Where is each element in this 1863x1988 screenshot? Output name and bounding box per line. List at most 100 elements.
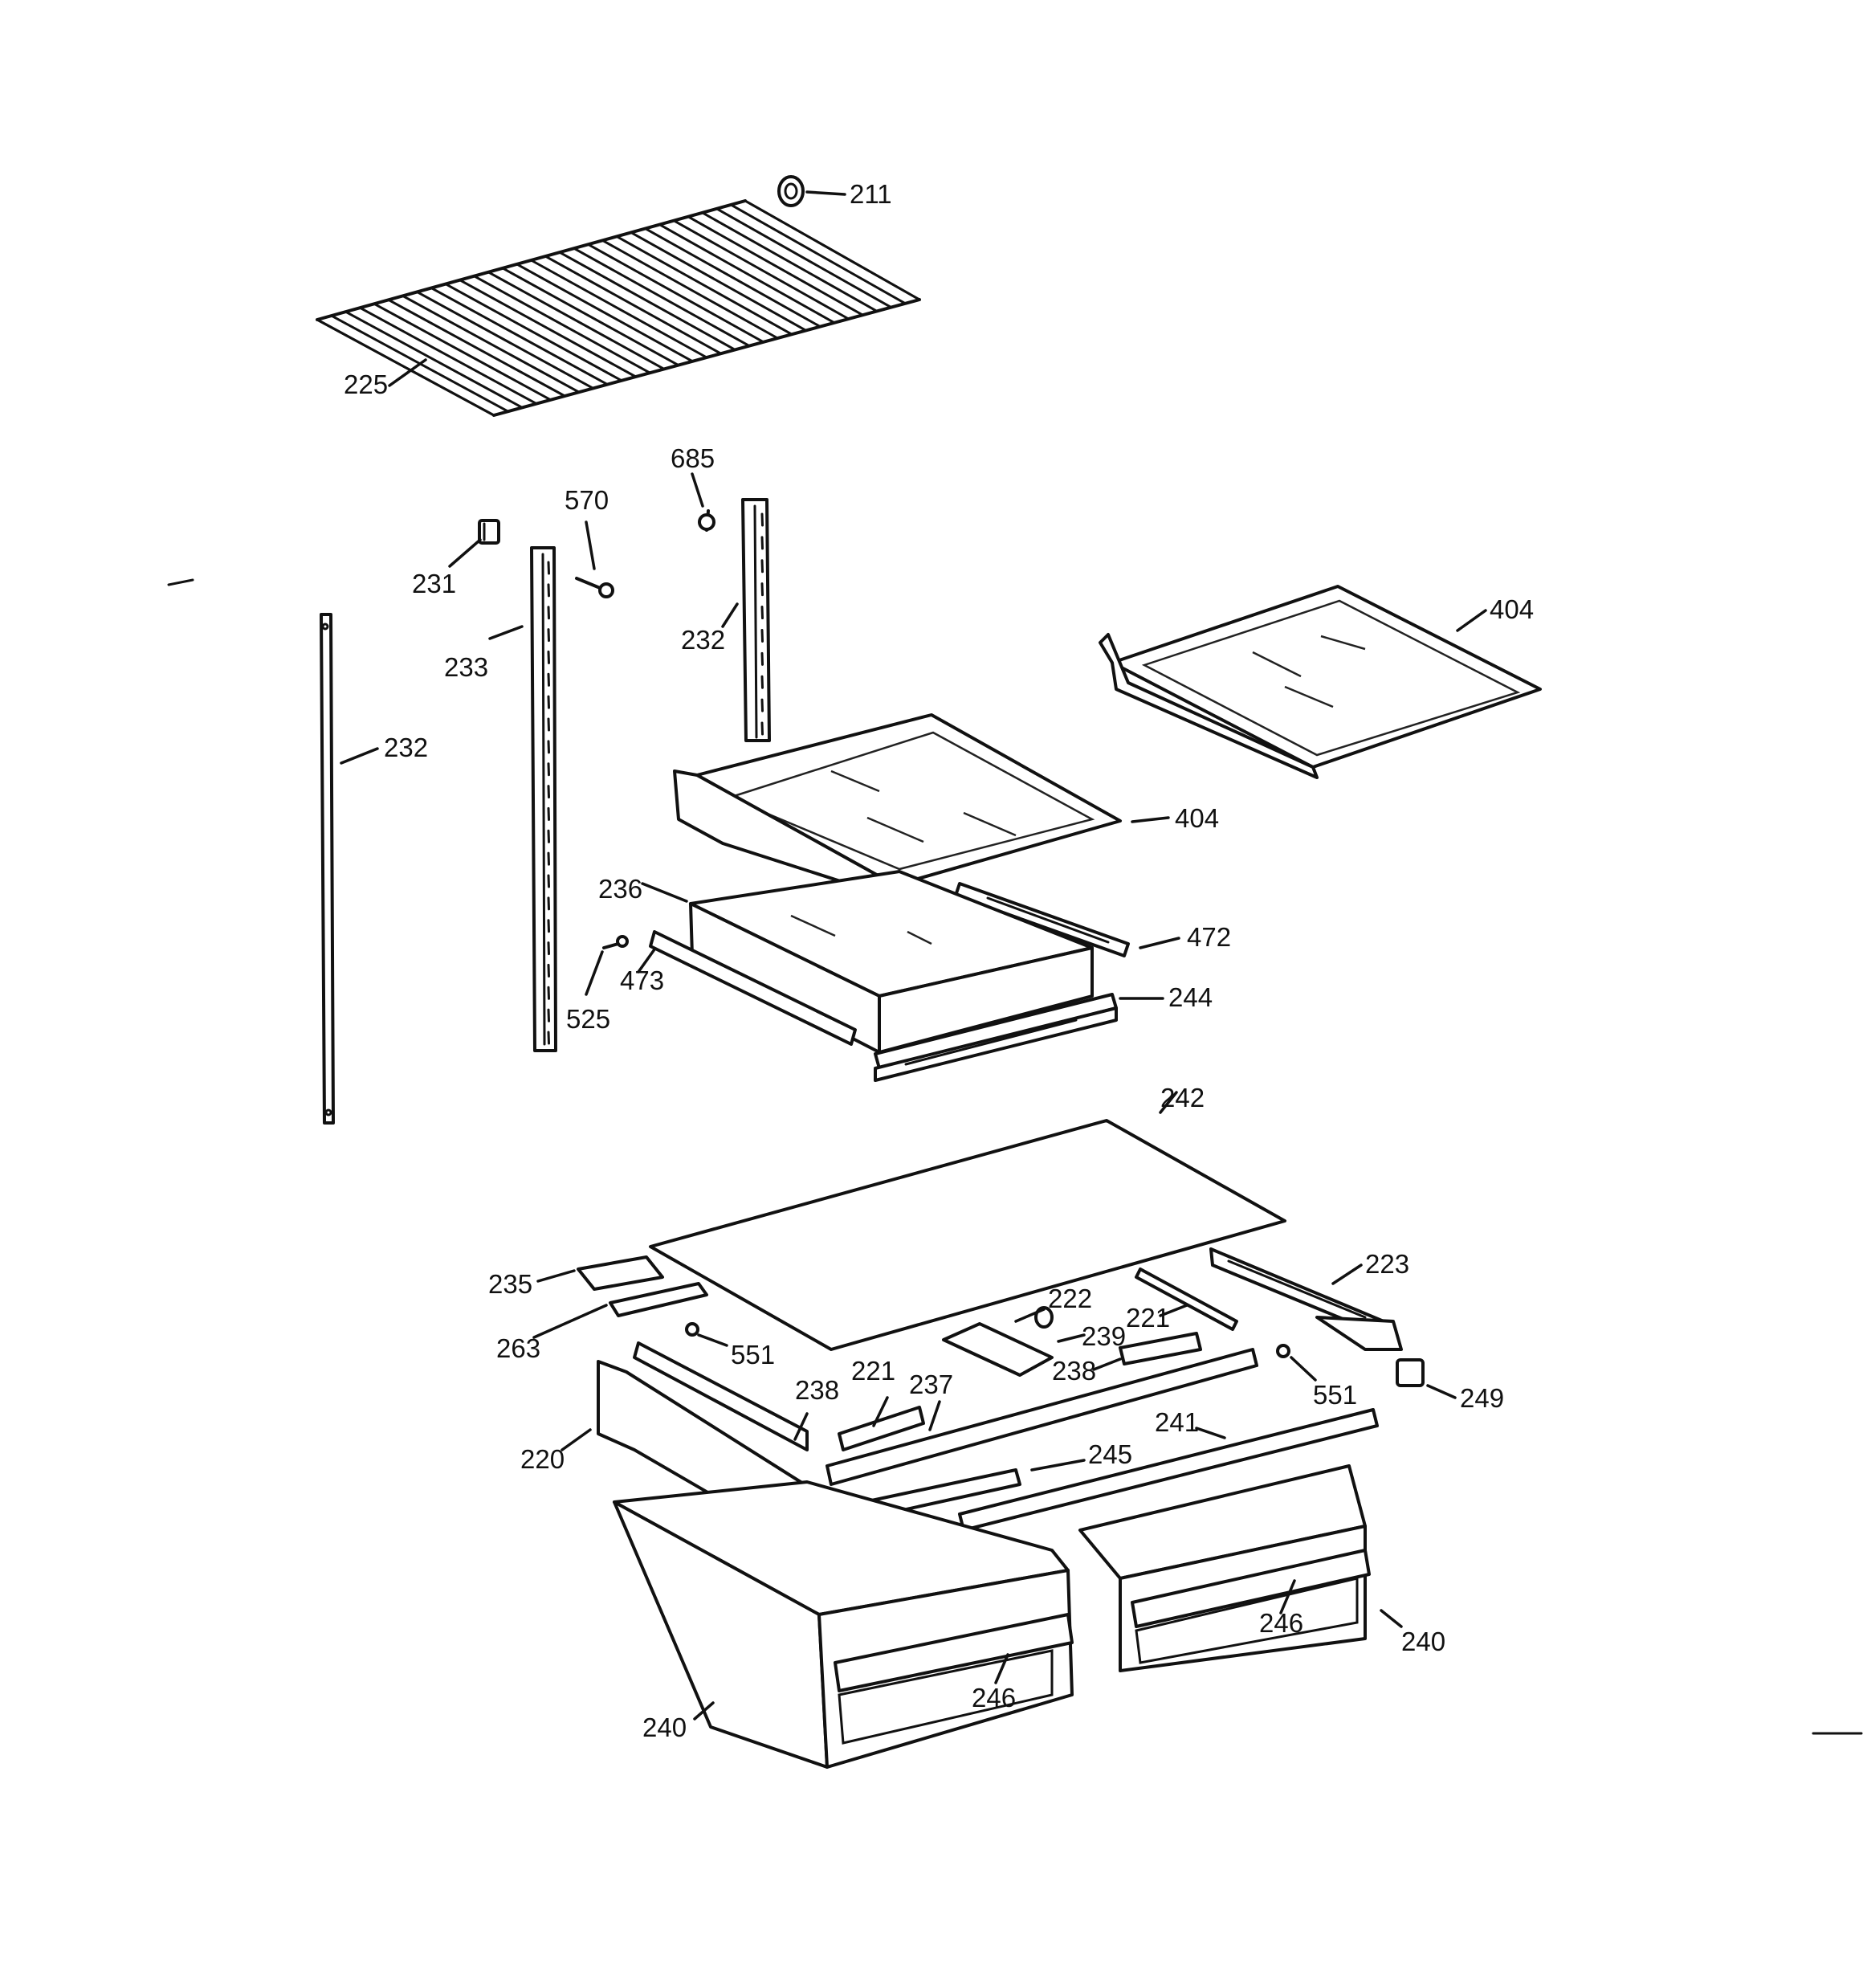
- wire-rod: [715, 207, 893, 309]
- wire-rod: [358, 306, 538, 406]
- upright-slot: [760, 675, 764, 689]
- wire-rod: [744, 199, 921, 301]
- part-label-239: 239: [1082, 1321, 1126, 1351]
- part-label-240: 240: [1401, 1627, 1445, 1656]
- rail-221-left: [633, 1341, 809, 1451]
- wire-rod: [402, 294, 581, 394]
- part-label-232: 232: [384, 733, 428, 762]
- wire-rod: [644, 227, 821, 329]
- part-label-220: 220: [520, 1444, 565, 1474]
- upright-slot: [547, 628, 550, 643]
- leader-lines: [340, 190, 1487, 1721]
- part-label-551: 551: [1313, 1380, 1357, 1410]
- upright-slot: [547, 672, 550, 687]
- part-label-570: 570: [565, 485, 609, 515]
- wire-rod: [615, 235, 793, 336]
- upright-slot: [760, 512, 764, 527]
- upright-slot: [547, 740, 550, 754]
- part-label-242: 242: [1160, 1083, 1205, 1112]
- upright-slot: [547, 829, 550, 843]
- upright-slot: [547, 762, 550, 777]
- upright-slot: [547, 986, 550, 1000]
- wire-rod: [729, 203, 907, 305]
- part-label-241: 241: [1155, 1407, 1199, 1437]
- upright-slot: [547, 963, 550, 978]
- upright-233: [530, 546, 557, 1052]
- part-label-246: 246: [972, 1683, 1016, 1712]
- upright-slot: [547, 806, 550, 821]
- wire-rod: [487, 271, 666, 370]
- part-label-404: 404: [1175, 803, 1219, 833]
- wire-rod: [558, 251, 736, 351]
- part-label-236: 236: [598, 874, 642, 904]
- rail-235: [577, 1255, 664, 1291]
- part-label-223: 223: [1365, 1249, 1409, 1279]
- upright-slot: [547, 851, 550, 866]
- screw-551-left: [685, 1322, 699, 1337]
- wire-rod: [530, 259, 708, 359]
- upright-slot: [547, 717, 550, 732]
- screw-473: [602, 935, 629, 949]
- wire-rod: [630, 231, 808, 332]
- wire-rod: [444, 283, 623, 382]
- part-label-246: 246: [1259, 1608, 1303, 1638]
- upright-slot: [760, 536, 764, 550]
- screw-551-right: [1276, 1344, 1290, 1358]
- part-label-245: 245: [1088, 1439, 1132, 1469]
- scan-mark: [167, 578, 194, 586]
- upright-slot: [547, 1008, 550, 1023]
- upright-slot: [547, 896, 550, 911]
- wire-rod: [459, 279, 638, 378]
- upright-slots: [760, 512, 764, 736]
- upright-232-right: [741, 498, 771, 742]
- upright-slot: [547, 650, 550, 664]
- upright-slot: [760, 628, 764, 643]
- wire-rod: [501, 267, 680, 367]
- upright-slot: [547, 919, 550, 933]
- wire-rod: [316, 318, 495, 417]
- crisper-drawer-240-left: [613, 1480, 1074, 1769]
- part-label-551: 551: [731, 1340, 775, 1370]
- bracket-239: [942, 1322, 1054, 1377]
- rail-223: [1209, 1247, 1403, 1351]
- upright-slot: [547, 695, 550, 709]
- wire-rod: [587, 243, 765, 344]
- wire-rod: [344, 310, 524, 409]
- rail-472: [954, 882, 1130, 957]
- part-label-231: 231: [412, 569, 456, 598]
- wire-rod: [658, 223, 836, 325]
- slide-238-left: [838, 1406, 925, 1451]
- part-label-237: 237: [909, 1370, 953, 1399]
- wire-rod: [373, 302, 552, 402]
- glass-shelf-404-right: [1099, 585, 1542, 779]
- part-label-263: 263: [496, 1333, 540, 1363]
- wire-rods: [316, 199, 921, 417]
- part-label-404: 404: [1490, 594, 1534, 624]
- rail-263: [609, 1282, 708, 1317]
- upright-slot: [547, 583, 550, 598]
- rail-221-right: [1135, 1268, 1238, 1331]
- wire-rod: [672, 219, 850, 320]
- upright-slot: [547, 785, 550, 799]
- upright-slot: [760, 651, 764, 666]
- drawer-236: [689, 870, 1094, 1054]
- part-label-244: 244: [1168, 982, 1213, 1012]
- upright-slot: [760, 721, 764, 736]
- part-label-685: 685: [671, 443, 715, 473]
- part-label-221: 221: [1126, 1303, 1170, 1333]
- crisper-drawer-240-right: [1078, 1464, 1371, 1672]
- part-label-240: 240: [642, 1712, 687, 1742]
- cap-211: [777, 175, 805, 207]
- wire-rod: [573, 247, 751, 348]
- part-label-235: 235: [488, 1269, 532, 1299]
- part-label-238: 221: [851, 1356, 895, 1386]
- wire-rod: [430, 287, 609, 386]
- slide-238-right: [1119, 1332, 1202, 1365]
- part-label-238: 238: [1052, 1356, 1096, 1386]
- upright-slot: [760, 559, 764, 574]
- wire-rod: [601, 239, 779, 340]
- cover-glass-242: [649, 1119, 1286, 1351]
- screw-570: [575, 577, 614, 598]
- part-labels: 211 225 685 570 231 232 233 232 404 404 …: [344, 179, 1534, 1742]
